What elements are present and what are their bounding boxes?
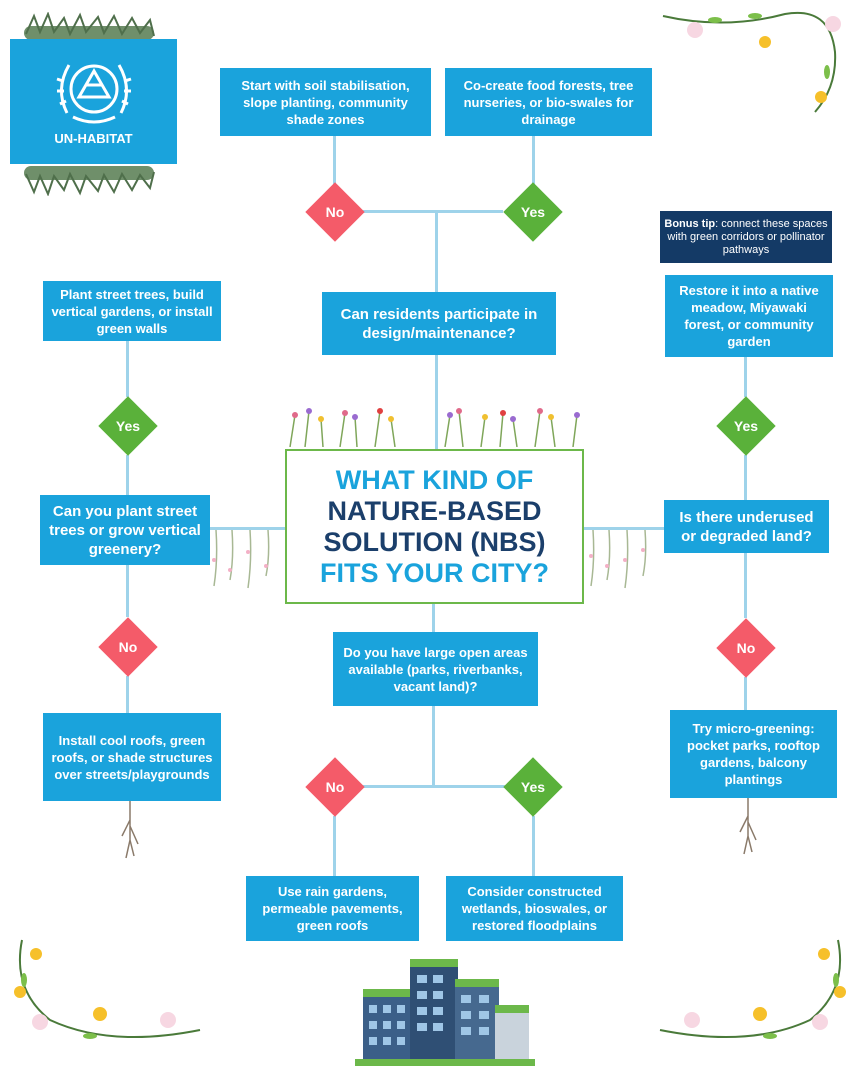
hanging-flowers-decoration xyxy=(589,530,647,589)
connector xyxy=(435,210,438,292)
no-diamond: No xyxy=(716,618,776,678)
no-diamond: No xyxy=(98,617,158,677)
connector xyxy=(744,553,747,618)
no-diamond: No xyxy=(305,757,365,817)
connector xyxy=(744,455,747,500)
micro-greening-box: Try micro-greening: pocket parks, roofto… xyxy=(670,710,837,798)
title-line-4: FITS YOUR CITY? xyxy=(319,557,549,588)
yes-diamond: Yes xyxy=(716,396,776,456)
connector xyxy=(333,816,336,876)
yes-diamond: Yes xyxy=(503,182,563,242)
hanging-flowers-decoration xyxy=(212,530,270,589)
residents-participate-question: Can residents participate in design/main… xyxy=(322,292,556,355)
connector xyxy=(126,676,129,713)
title-line-3: SOLUTION (NBS) xyxy=(323,526,546,557)
street-trees-box: Plant street trees, build vertical garde… xyxy=(43,281,221,341)
bonus-tip-label: Bonus tip xyxy=(664,217,716,230)
connector xyxy=(126,565,129,617)
connector xyxy=(744,677,747,710)
root-decoration xyxy=(739,796,757,855)
yes-diamond: Yes xyxy=(503,757,563,817)
cool-roofs-box: Install cool roofs, green roofs, or shad… xyxy=(43,713,221,801)
connector xyxy=(360,785,505,788)
connector xyxy=(584,527,664,530)
bonus-tip-text: : connect these spaces with green corrid… xyxy=(667,217,828,256)
logo-text: UN-HABITAT xyxy=(54,131,133,146)
underused-land-question: Is there underused or degraded land? xyxy=(664,500,829,553)
connector xyxy=(210,527,286,530)
connector xyxy=(432,604,435,632)
connector xyxy=(744,357,747,397)
restore-native-box: Restore it into a native meadow, Miyawak… xyxy=(665,275,833,357)
connector xyxy=(532,136,535,211)
connector xyxy=(363,210,503,213)
bonus-tip: Bonus tip: connect these spaces with gre… xyxy=(660,211,832,263)
grass-decoration xyxy=(24,12,155,40)
street-trees-question: Can you plant street trees or grow verti… xyxy=(40,495,210,565)
root-decoration xyxy=(121,800,139,859)
grass-decoration xyxy=(24,166,155,196)
main-title: WHAT KIND OF NATURE-BASED SOLUTION (NBS)… xyxy=(285,449,584,604)
rain-gardens-box: Use rain gardens, permeable pavements, g… xyxy=(246,876,419,941)
connector xyxy=(532,816,535,876)
flower-vine-decoration xyxy=(662,11,841,113)
constructed-wetlands-box: Consider constructed wetlands, bioswales… xyxy=(446,876,623,941)
un-emblem-icon xyxy=(56,64,132,124)
connector xyxy=(126,455,129,495)
title-line-1: WHAT KIND OF xyxy=(335,464,534,495)
city-buildings-illustration xyxy=(355,959,535,1066)
no-diamond: No xyxy=(305,182,365,242)
connector xyxy=(435,355,438,450)
yes-diamond: Yes xyxy=(98,396,158,456)
food-forests-box: Co-create food forests, tree nurseries, … xyxy=(445,68,652,136)
connector xyxy=(333,136,336,211)
flower-vine-decoration xyxy=(659,939,846,1039)
open-areas-question: Do you have large open areas available (… xyxy=(333,632,538,706)
un-habitat-logo: UN-HABITAT xyxy=(10,39,177,164)
wildflower-decoration xyxy=(289,408,580,447)
title-line-2: NATURE-BASED xyxy=(327,495,542,526)
flower-vine-decoration xyxy=(14,939,201,1039)
connector xyxy=(126,341,129,397)
connector xyxy=(432,706,435,786)
soil-stabilisation-box: Start with soil stabilisation, slope pla… xyxy=(220,68,431,136)
